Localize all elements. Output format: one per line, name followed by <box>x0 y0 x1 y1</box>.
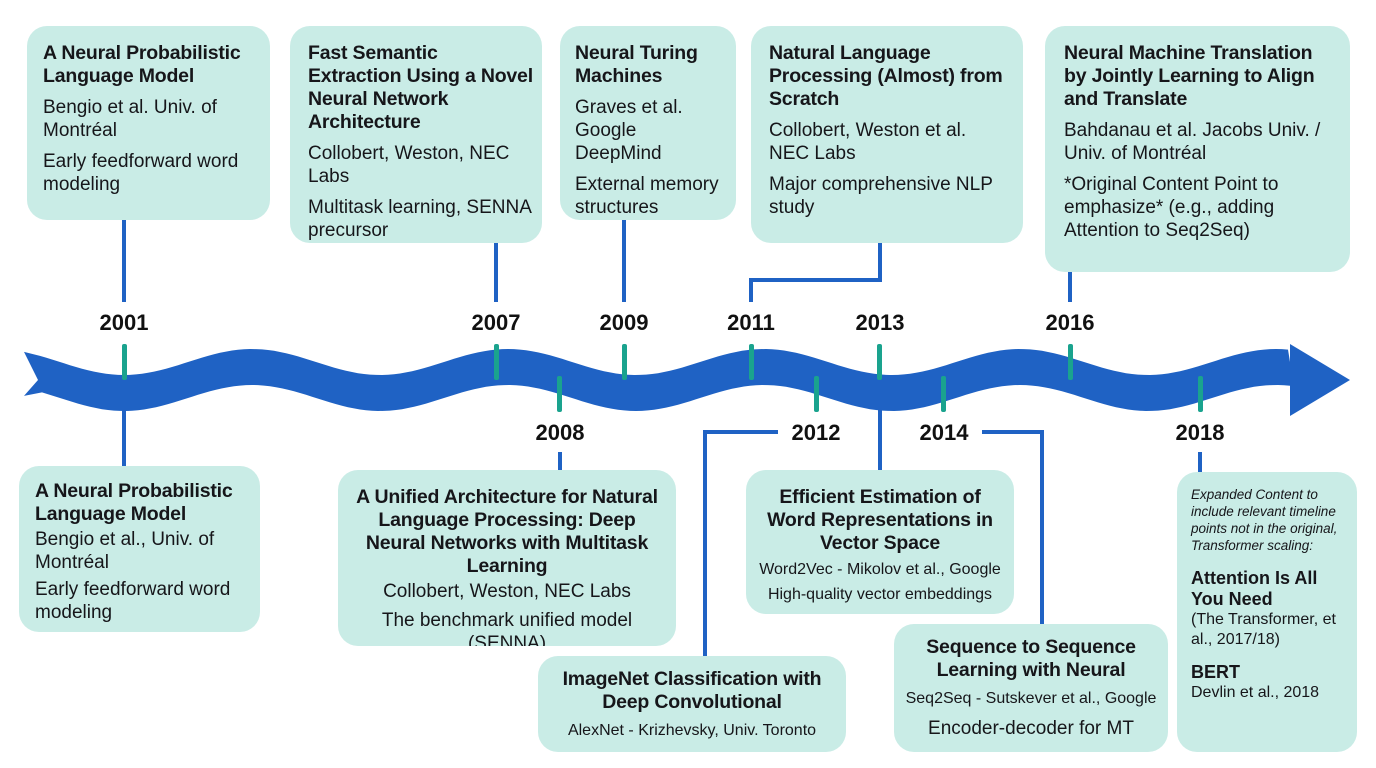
card-description: Major comprehensive NLP study <box>769 174 993 218</box>
card-description: Early feedforward word modeling <box>43 151 239 195</box>
year-2012: 2012 <box>791 420 841 445</box>
card-description: High-quality vector embeddings <box>767 586 993 603</box>
year-2007: 2007 <box>471 310 521 335</box>
card-description: Multitask learning, SENNA precursor <box>308 197 531 241</box>
card-authors: Collobert, Weston, NEC Labs <box>308 143 510 187</box>
year-2001: 2001 <box>99 310 149 335</box>
tick-2012 <box>814 376 819 412</box>
connector-2008 <box>558 452 562 470</box>
card-2008: A Unified Architecture for Natural Langu… <box>338 470 676 646</box>
tick-2007 <box>494 344 499 380</box>
card-authors: AlexNet - Krizhevsky, Univ. Toronto <box>567 722 817 739</box>
card-2009: Neural Turing Machines Graves et al. Goo… <box>560 26 736 220</box>
card-2007: Fast Semantic Extraction Using a Novel N… <box>290 26 542 243</box>
timeline-ribbon-body <box>24 344 1350 416</box>
card-title: Neural Machine Translation by Jointly Le… <box>1064 42 1315 110</box>
card-note: Expanded Content to include relevant tim… <box>1191 487 1338 553</box>
card-title: Natural Language Processing (Almost) fro… <box>769 42 1003 110</box>
card-sub-desc-attention: (The Transformer, et al., 2017/18) <box>1191 611 1336 648</box>
card-2001-top: A Neural Probabilistic Language Model Be… <box>27 26 270 220</box>
tick-2018 <box>1198 376 1203 412</box>
year-2018: 2018 <box>1175 420 1225 445</box>
connector-2009 <box>622 220 626 302</box>
card-title: A Neural Probabilistic Language Model <box>43 42 241 87</box>
tick-2013 <box>877 344 882 380</box>
connector-2011-vertical-right <box>878 242 882 280</box>
card-authors: Word2Vec - Mikolov et al., Google <box>759 561 1001 578</box>
year-2016: 2016 <box>1045 310 1095 335</box>
card-title: A Neural Probabilistic Language Model <box>35 480 233 525</box>
card-2001-bottom: A Neural Probabilistic Language Model Be… <box>19 466 260 632</box>
tick-2011 <box>749 344 754 380</box>
card-authors: Bengio et al., Univ. of Montréal <box>35 529 215 573</box>
card-sub-title-attention: Attention Is All You Need <box>1191 568 1318 609</box>
card-2012: ImageNet Classification with Deep Convol… <box>538 656 846 752</box>
year-2011: 2011 <box>727 310 775 335</box>
year-2013: 2013 <box>855 310 905 335</box>
card-authors: Collobert, Weston, NEC Labs <box>383 581 631 602</box>
year-2008: 2008 <box>535 420 585 445</box>
card-authors: Bengio et al. Univ. of Montréal <box>43 97 217 141</box>
card-sub-title-bert: BERT <box>1191 662 1240 682</box>
card-2018: Expanded Content to include relevant tim… <box>1177 472 1357 752</box>
card-description: Early feedforward word modeling <box>35 579 231 623</box>
card-authors: Seq2Seq - Sutskever et al., Google <box>905 690 1157 707</box>
card-title: Neural Turing Machines <box>575 42 698 87</box>
card-2011: Natural Language Processing (Almost) fro… <box>751 26 1023 243</box>
connector-2001-top <box>122 218 126 302</box>
card-description: *Original Content Point to emphasize* (e… <box>1064 174 1279 241</box>
card-title: Efficient Estimation of Word Representat… <box>767 486 993 554</box>
year-2014: 2014 <box>919 420 969 445</box>
tick-2016 <box>1068 344 1073 380</box>
year-2009: 2009 <box>599 310 649 335</box>
connector-2018 <box>1198 452 1202 472</box>
card-title: A Unified Architecture for Natural Langu… <box>356 486 658 577</box>
connector-2012-horizontal <box>703 430 778 434</box>
connector-2016 <box>1068 270 1072 302</box>
card-2014: Sequence to Sequence Learning with Neura… <box>894 624 1168 752</box>
tick-2008 <box>557 376 562 412</box>
connector-2007 <box>494 242 498 302</box>
card-description: External memory structures <box>575 174 719 218</box>
card-description: Encoder-decoder for MT <box>928 718 1134 739</box>
card-authors: Bahdanau et al. Jacobs Univ. / Univ. of … <box>1064 120 1321 164</box>
card-description: The benchmark unified model (SENNA) <box>381 610 633 646</box>
tick-2009 <box>622 344 627 380</box>
card-title: Fast Semantic Extraction Using a Novel N… <box>308 42 533 133</box>
card-authors: Graves et al. Google DeepMind <box>575 97 683 164</box>
connector-2014-vertical <box>1040 430 1044 626</box>
tick-2014 <box>941 376 946 412</box>
card-2013: Efficient Estimation of Word Representat… <box>746 470 1014 614</box>
tick-2001 <box>122 344 127 380</box>
connector-2012-vertical <box>703 430 707 656</box>
card-authors: Collobert, Weston et al. NEC Labs <box>769 120 967 164</box>
connector-2014-horizontal <box>982 430 1044 434</box>
connector-2011-horizontal <box>749 278 882 282</box>
connector-2001-bottom <box>122 400 126 466</box>
connector-2013 <box>878 400 882 470</box>
card-title: ImageNet Classification with Deep Convol… <box>562 668 822 713</box>
card-title: Sequence to Sequence Learning with Neura… <box>926 636 1136 681</box>
connector-2011-vertical-left <box>749 278 753 302</box>
card-sub-desc-bert: Devlin et al., 2018 <box>1191 684 1320 701</box>
card-2016: Neural Machine Translation by Jointly Le… <box>1045 26 1350 272</box>
